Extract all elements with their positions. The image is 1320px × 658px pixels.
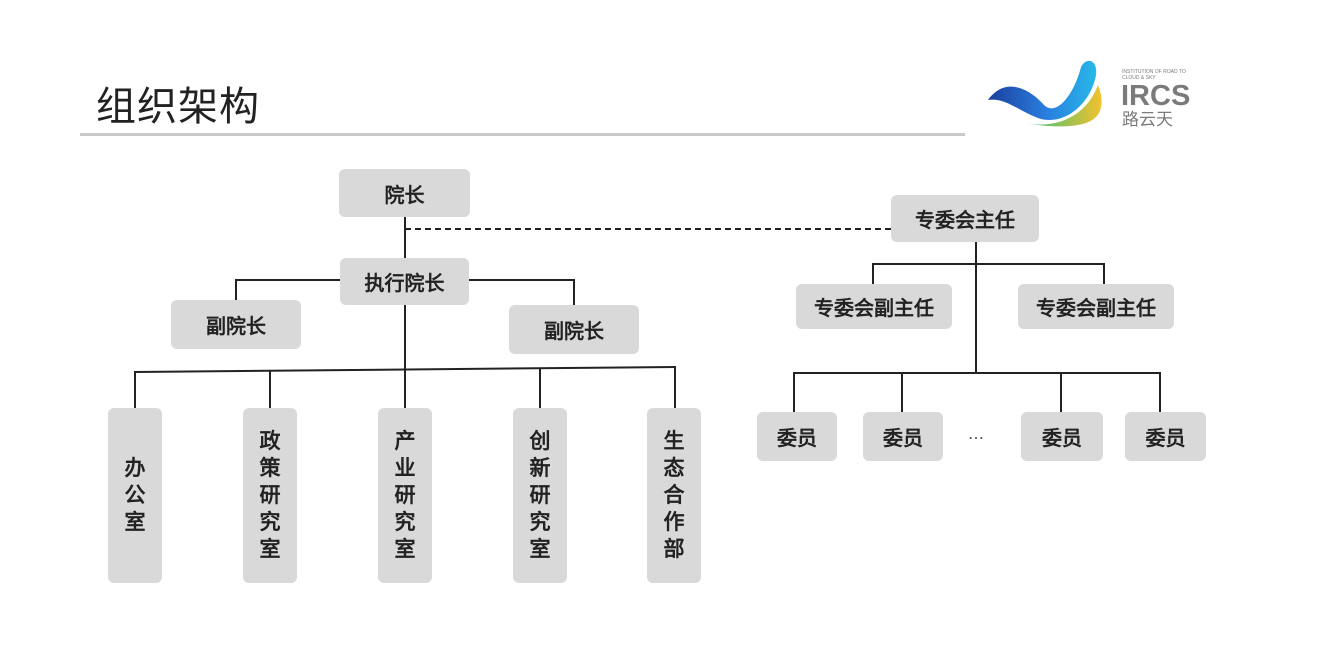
logo-mark: IRCS [1121, 80, 1190, 112]
president-box: 院长 [339, 169, 470, 217]
vice-president-left-box: 副院长 [171, 300, 301, 349]
department-office: 办公室 [108, 408, 162, 583]
logo-wave-green [1026, 85, 1102, 127]
committee-vice-right-box: 专委会副主任 [1018, 284, 1174, 329]
member-box: 委员 [1125, 412, 1206, 461]
committee-vice-left-box: 专委会副主任 [796, 284, 952, 329]
logo-small-text-2: CLOUD & SKY [1122, 75, 1156, 81]
ircs-logo: INSTITUTION OF ROAD TO CLOUD & SKY IRCS … [988, 60, 1190, 130]
title-divider [80, 133, 965, 136]
page-title: 组织架构 [96, 84, 260, 130]
member-box: 委员 [863, 412, 943, 461]
vice-president-right-box: 副院长 [509, 305, 639, 354]
department-industry-research: 产业研究室 [378, 408, 432, 583]
logo-cn-text: 路云天 [1122, 110, 1173, 130]
member-ellipsis: … [968, 424, 985, 443]
executive-president-box: 执行院长 [340, 258, 469, 305]
member-box: 委员 [1021, 412, 1103, 461]
logo-wave-blue [988, 60, 1097, 120]
department-ecosystem-cooperation: 生态合作部 [647, 408, 701, 583]
member-box: 委员 [757, 412, 837, 461]
committee-director-box: 专委会主任 [891, 195, 1039, 242]
logo-small-text-1: INSTITUTION OF ROAD TO [1122, 69, 1186, 75]
department-innovation-research: 创新研究室 [513, 408, 567, 583]
department-policy-research: 政策研究室 [243, 408, 297, 583]
